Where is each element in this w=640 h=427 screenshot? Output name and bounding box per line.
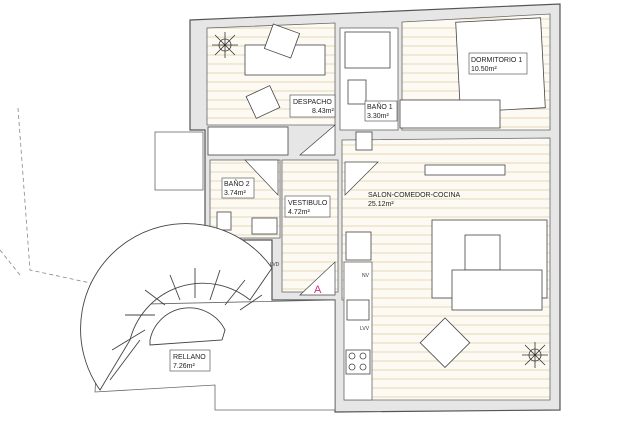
fixture-lvd: LVD [270, 262, 280, 268]
dining-table [419, 317, 471, 369]
shelf-despacho [207, 126, 289, 156]
fridge [345, 231, 372, 261]
room-name: BAÑO 2 [224, 179, 250, 188]
label-bano-1: BAÑO 1 3.30m² [364, 100, 398, 122]
room-area: 8.43m² [312, 108, 334, 115]
plant-icon [212, 32, 548, 368]
site-boundary [0, 107, 101, 286]
door-swings [244, 124, 379, 296]
fixture-nv: NV [362, 273, 370, 279]
hob-burner [359, 363, 367, 371]
room-name: VESTIBULO [288, 200, 328, 207]
room-area: 7.26m² [173, 363, 195, 370]
armchair-1 [263, 23, 301, 59]
room-area: 25.12m² [368, 201, 394, 208]
hob-burner [348, 363, 356, 371]
toilet-1 [355, 131, 373, 151]
room-name: DORMITORIO 1 [471, 57, 522, 64]
room-area: 4.72m² [288, 209, 310, 216]
room-name: DESPACHO [293, 99, 332, 106]
room-area: 10.50m² [471, 66, 497, 73]
label-rellano: RELLANO 7.26m² [169, 349, 211, 372]
room-area: 3.30m² [367, 113, 389, 120]
room-name: RELLANO [173, 354, 206, 361]
sink-2 [251, 217, 278, 235]
room-area: 3.74m² [224, 190, 246, 197]
sink-1 [347, 79, 367, 105]
wardrobe-dorm [399, 99, 501, 129]
hob-burner [348, 352, 356, 360]
room-labels: DESPACHO 8.43m² BAÑO 1 3.30m² DORMITORIO… [169, 52, 528, 372]
toilet-2 [216, 211, 232, 231]
room-name: SALON-COMEDOR-COCINA [368, 192, 461, 199]
label-bano-2: BAÑO 2 3.74m² [221, 177, 255, 199]
label-dormitorio-1: DORMITORIO 1 10.50m² [468, 52, 528, 75]
desk [244, 44, 326, 76]
kitchen-sink [346, 299, 370, 321]
armchair-2 [245, 85, 281, 119]
sofa [451, 269, 543, 311]
kitchen-strip [343, 261, 373, 401]
room-name: BAÑO 1 [367, 102, 393, 111]
shower-1 [344, 31, 391, 69]
label-salon: SALON-COMEDOR-COCINA 25.12m² [368, 192, 461, 208]
coffee-table [464, 234, 501, 271]
label-vestibulo: VESTIBULO 4.72m² [284, 195, 331, 218]
hob-burner [359, 352, 367, 360]
tv-unit [424, 164, 506, 176]
label-despacho: DESPACHO 8.43m² [289, 94, 336, 118]
fixture-lvv: LVV [360, 326, 370, 332]
shower-2 [154, 131, 204, 191]
entrance-marker: A [314, 284, 322, 296]
staircase [80, 223, 273, 391]
